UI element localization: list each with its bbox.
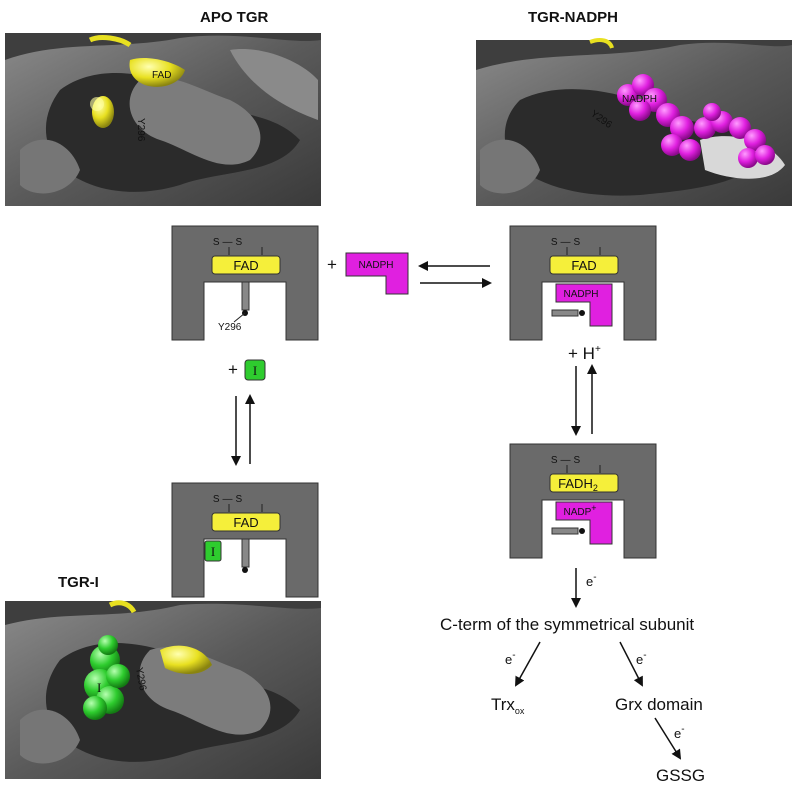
nadph-scheme-disulfide: S—S <box>551 237 583 248</box>
inhibitor-scheme-ligand: I <box>211 544 215 559</box>
nadph-panel-title: TGR-NADPH <box>528 9 618 26</box>
electron-pathway: e- C-term of the symmetrical subunit e- … <box>440 568 705 785</box>
inhibitor-scheme-disulfide: S—S <box>213 494 245 505</box>
grx-label: Grx domain <box>615 695 703 714</box>
reduced-scheme-disulfide: S—S <box>551 455 583 466</box>
inhibitor-reagent-label: I <box>253 363 257 378</box>
apo-y296-label: Y296 <box>135 118 146 142</box>
nadph-scheme-fad: FAD <box>571 258 596 273</box>
inhibitor-scheme-fad: FAD <box>233 515 258 530</box>
reduced-scheme-ligand: NADP+ <box>563 503 596 518</box>
electron-label-4: e- <box>674 724 685 741</box>
nadph-ligand-label: NADPH <box>622 94 657 105</box>
nadph-ligand-spheres <box>617 74 775 168</box>
proton-label: + H+ <box>568 344 601 363</box>
electron-label-2: e- <box>505 650 516 667</box>
inhibitor-ligand-label: I <box>97 680 101 695</box>
scheme-inhibitor: S—S FAD I <box>171 482 319 598</box>
inhibitor-ligand-spheres <box>83 635 130 720</box>
cterm-label: C-term of the symmetrical subunit <box>440 615 694 634</box>
scheme-nadph: S—S FAD NADPH <box>509 225 657 341</box>
scheme-reduced: S—S FADH2 NADP+ <box>509 443 657 559</box>
apo-structure-image: FAD Y296 <box>5 33 321 206</box>
apo-scheme-fad-box <box>211 255 281 275</box>
apo-fad-label: FAD <box>152 70 171 81</box>
equilibrium-arrows-right <box>571 364 597 436</box>
inhibitor-panel-title: TGR-I <box>58 574 99 591</box>
inhibitor-y296-label: Y296 <box>133 667 148 692</box>
apo-scheme-y296: Y296 <box>218 322 242 333</box>
apo-scheme-disulfide: S—S <box>213 237 245 248</box>
apo-scheme-tyrosine <box>241 281 250 311</box>
inhibitor-reagent: + I <box>228 359 266 381</box>
apo-scheme-fad: FAD <box>233 258 258 273</box>
apo-panel-title: APO TGR <box>200 9 269 26</box>
gssg-label: GSSG <box>656 766 705 785</box>
nadph-reagent-plus: + <box>327 255 337 274</box>
electron-label-1: e- <box>586 572 597 589</box>
nadph-structure-image: NADPH Y296 <box>476 38 792 207</box>
nadph-scheme-ligand: NADPH <box>563 289 598 300</box>
equilibrium-arrows-top <box>418 261 492 288</box>
equilibrium-arrows-left <box>231 394 255 466</box>
reduced-scheme-cofactor: FADH2 <box>558 476 598 493</box>
nadph-reagent: + NADPH <box>327 252 409 295</box>
nadph-reagent-label: NADPH <box>358 260 393 271</box>
electron-label-3: e- <box>636 650 647 667</box>
scheme-apo: S—S FAD Y296 <box>171 225 319 341</box>
inhibitor-reagent-plus: + <box>228 360 238 379</box>
trx-label: Trxox <box>491 695 525 716</box>
inhibitor-structure-image: I Y296 <box>5 600 321 779</box>
